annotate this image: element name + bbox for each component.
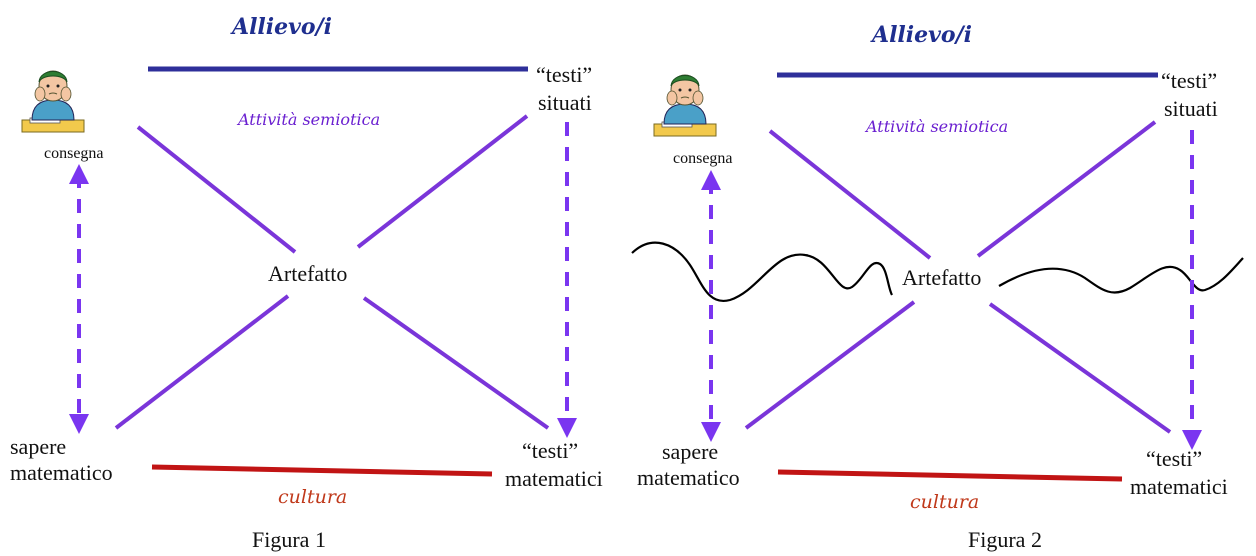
diagonal-artefatto-sapere [744, 300, 916, 430]
wave-line-right [998, 257, 1244, 294]
matematico-label: matematico [10, 460, 113, 485]
wave-line-left [631, 241, 893, 303]
bottom-relation-line [151, 464, 493, 477]
testi-situati-label-line2: situati [538, 90, 592, 115]
sapere-label: sapere [662, 439, 718, 464]
figure-2: Allievo/i consegna “testi” situati Attiv… [631, 22, 1244, 552]
sapere-label: sapere [10, 434, 66, 459]
artefatto-label: Artefatto [902, 265, 981, 290]
diagonal-situati-artefatto [356, 114, 529, 249]
artefatto-label: Artefatto [268, 261, 347, 286]
figure-1: Allievo/i consegna “testi” situati Attiv… [10, 14, 603, 552]
figure-caption: Figura 2 [968, 527, 1042, 552]
diagonal-artefatto-sapere [114, 294, 290, 430]
testi-matematici-label-line1: “testi” [1146, 446, 1202, 471]
testi-matematici-label-line1: “testi” [522, 438, 578, 463]
testi-matematici-label-line2: matematici [1130, 474, 1228, 499]
matematico-label: matematico [637, 465, 740, 490]
testi-situati-label-line1: “testi” [1161, 68, 1217, 93]
bottom-relation-line [777, 469, 1123, 482]
attivita-semiotica-label: Attività semiotica [864, 117, 1008, 136]
testi-situati-label-line2: situati [1164, 96, 1218, 121]
cultura-label: cultura [910, 491, 979, 513]
testi-matematici-label-line2: matematici [505, 466, 603, 491]
student-thinking-icon [21, 70, 85, 133]
testi-situati-label-line1: “testi” [536, 62, 592, 87]
attivita-semiotica-label: Attività semiotica [236, 110, 380, 129]
figure-caption: Figura 1 [252, 527, 326, 552]
diagonal-consegna-artefatto [768, 129, 932, 260]
allievi-label: Allievo/i [870, 22, 972, 48]
student-thinking-icon [653, 74, 717, 137]
diagonal-artefatto-testi-matematici [362, 296, 550, 430]
diagonal-artefatto-testi-matematici [988, 302, 1172, 434]
diagonal-consegna-artefatto [136, 125, 297, 254]
consegna-label: consegna [44, 145, 104, 162]
cultura-label: cultura [278, 486, 347, 508]
allievi-label: Allievo/i [230, 14, 332, 40]
consegna-label: consegna [673, 150, 733, 167]
diagonal-situati-artefatto [976, 120, 1157, 258]
